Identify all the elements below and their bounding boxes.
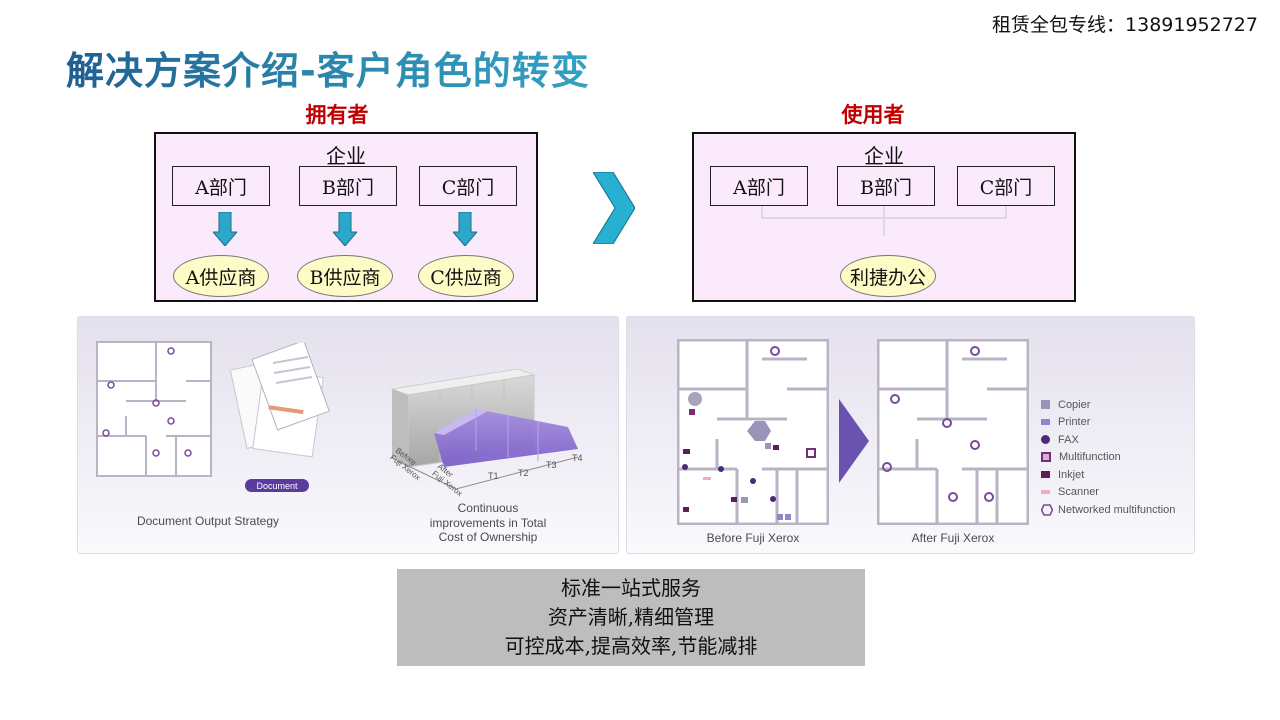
chevron-right-icon <box>593 172 635 244</box>
enterprise-label: 企业 <box>864 144 904 168</box>
chart-tick-t1: T1 <box>488 471 499 481</box>
down-arrow-icon <box>453 212 477 246</box>
user-role-label: 使用者 <box>841 102 905 127</box>
legend-scanner: Scanner <box>1041 484 1175 502</box>
chart-tick-t3: T3 <box>546 460 557 470</box>
before-after-panel: Before Fuji Xerox After Fuji Xerox Copie… <box>626 316 1195 554</box>
before-floor-plan-image <box>677 339 829 525</box>
floor-plan-image <box>96 341 212 477</box>
legend-fax: FAX <box>1041 431 1175 449</box>
legend-label: FAX <box>1058 433 1079 446</box>
inkjet-icon <box>1041 471 1050 479</box>
down-arrow-icon <box>213 212 237 246</box>
supplier-c: C供应商 <box>418 255 514 297</box>
device-legend: Copier Printer FAX Multifunction Inkjet … <box>1041 396 1175 519</box>
summary-line-3: 可控成本,提高效率,节能减排 <box>504 634 758 658</box>
connector-lines <box>761 206 1007 236</box>
owner-enterprise-box: 企业 A部门 B部门 C部门 A供应商 B供应商 C供应商 <box>154 132 538 302</box>
user-enterprise-box: 企业 A部门 B部门 C部门 利捷办公 <box>692 132 1076 302</box>
after-caption: After Fuji Xerox <box>911 531 995 545</box>
legend-inkjet: Inkjet <box>1041 466 1175 484</box>
document-output-caption: Document Output Strategy <box>136 514 280 528</box>
before-caption: Before Fuji Xerox <box>706 531 800 545</box>
legend-label: Multifunction <box>1059 451 1121 464</box>
legend-label: Copier <box>1058 398 1091 411</box>
document-strategy-panel: Document Document Output Strategy Before… <box>77 316 619 554</box>
fax-icon <box>1041 435 1050 445</box>
user-dept-b: B部门 <box>837 166 935 206</box>
owner-role-label: 拥有者 <box>305 102 369 127</box>
tco-3d-chart-image <box>390 368 579 490</box>
summary-box: 标准一站式服务 资产清晰,精细管理 可控成本,提高效率,节能减排 <box>397 569 865 666</box>
transition-arrow-icon <box>839 399 869 483</box>
copier-icon <box>1041 400 1050 410</box>
printer-icon <box>1041 419 1050 426</box>
tco-caption: Continuous improvements in Total Cost of… <box>398 501 578 545</box>
enterprise-label: 企业 <box>326 144 366 168</box>
slide-title: 解决方案介绍-客户角色的转变 <box>66 40 590 95</box>
legend-printer: Printer <box>1041 414 1175 432</box>
owner-dept-c: C部门 <box>419 166 517 206</box>
scanner-icon <box>1041 490 1050 495</box>
legend-label: Printer <box>1058 416 1091 429</box>
document-tag: Document <box>245 479 309 492</box>
user-dept-a: A部门 <box>710 166 808 206</box>
owner-dept-b: B部门 <box>299 166 397 206</box>
summary-line-2: 资产清晰,精细管理 <box>547 605 715 629</box>
chart-tick-t4: T4 <box>572 453 583 463</box>
summary-line-1: 标准一站式服务 <box>561 576 701 600</box>
legend-label: Inkjet <box>1058 468 1085 481</box>
hotline-text: 租赁全包专线：13891952727 <box>992 14 1258 36</box>
legend-copier: Copier <box>1041 396 1175 414</box>
multifunction-icon <box>1041 452 1051 463</box>
document-stack-image <box>229 343 330 458</box>
hexagon-icon <box>1041 503 1053 516</box>
tco-caption-line-3: Cost of Ownership <box>438 530 538 544</box>
tco-caption-line-1: Continuous <box>457 501 519 515</box>
user-dept-c: C部门 <box>957 166 1055 206</box>
supplier-a: A供应商 <box>173 255 269 297</box>
chart-tick-t2: T2 <box>518 468 529 478</box>
supplier-b: B供应商 <box>297 255 393 297</box>
after-floor-plan-image <box>877 339 1029 525</box>
legend-label: Networked multifunction <box>1058 503 1176 516</box>
legend-multifunction: Multifunction <box>1041 449 1175 467</box>
provider-oval: 利捷办公 <box>840 255 936 297</box>
legend-networked-multifunction: Networked multifunction <box>1041 501 1175 519</box>
legend-label: Scanner <box>1058 486 1099 499</box>
tco-caption-line-2: improvements in Total <box>429 515 547 530</box>
down-arrow-icon <box>333 212 357 246</box>
owner-dept-a: A部门 <box>172 166 270 206</box>
